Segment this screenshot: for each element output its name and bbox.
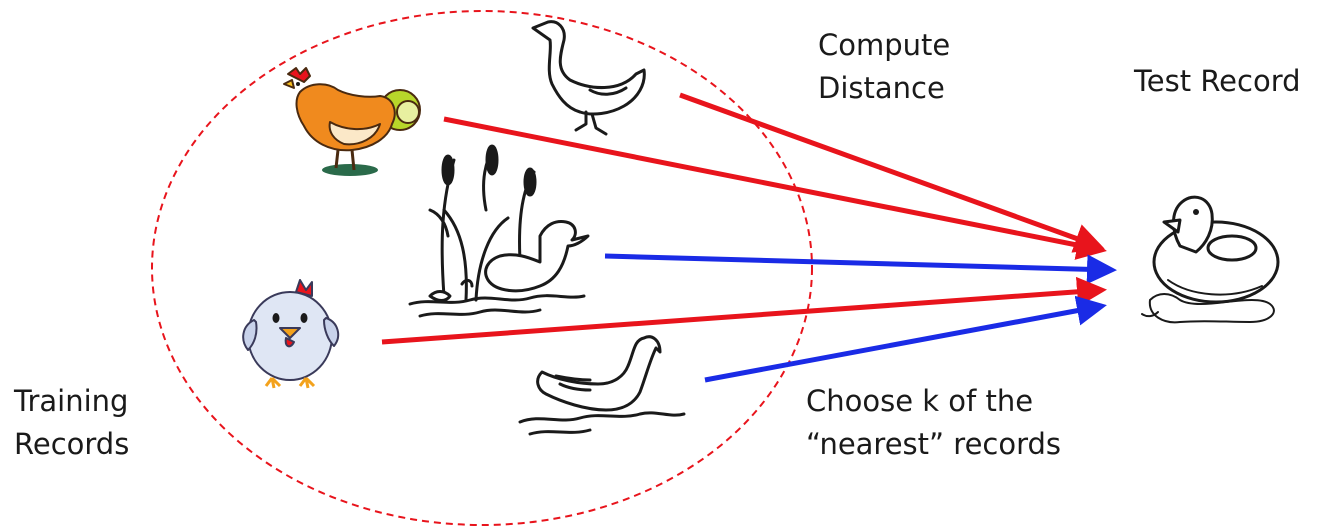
nearest-arrow-swan xyxy=(704,295,1107,383)
goose-icon xyxy=(531,20,646,136)
swan-icon xyxy=(518,335,686,436)
training-boundary xyxy=(151,10,813,526)
distance-arrow-chick xyxy=(381,276,1107,345)
rooster-icon xyxy=(283,67,421,176)
training-records-label: Training Records xyxy=(14,384,130,461)
test-record-label: Test Record xyxy=(1134,64,1301,98)
chick-icon xyxy=(242,279,340,389)
rubber-duck-ring-icon xyxy=(1141,195,1280,324)
choose-k-nearest-label: Choose k of the “nearest” records xyxy=(806,384,1062,461)
distance-arrow-goose xyxy=(679,92,1105,253)
distance-arrow-rooster xyxy=(443,116,1107,260)
nearest-arrow-ducks xyxy=(604,253,1117,285)
compute-distance-label: Compute Distance xyxy=(818,28,951,105)
ducks-in-reeds-icon xyxy=(408,144,590,318)
